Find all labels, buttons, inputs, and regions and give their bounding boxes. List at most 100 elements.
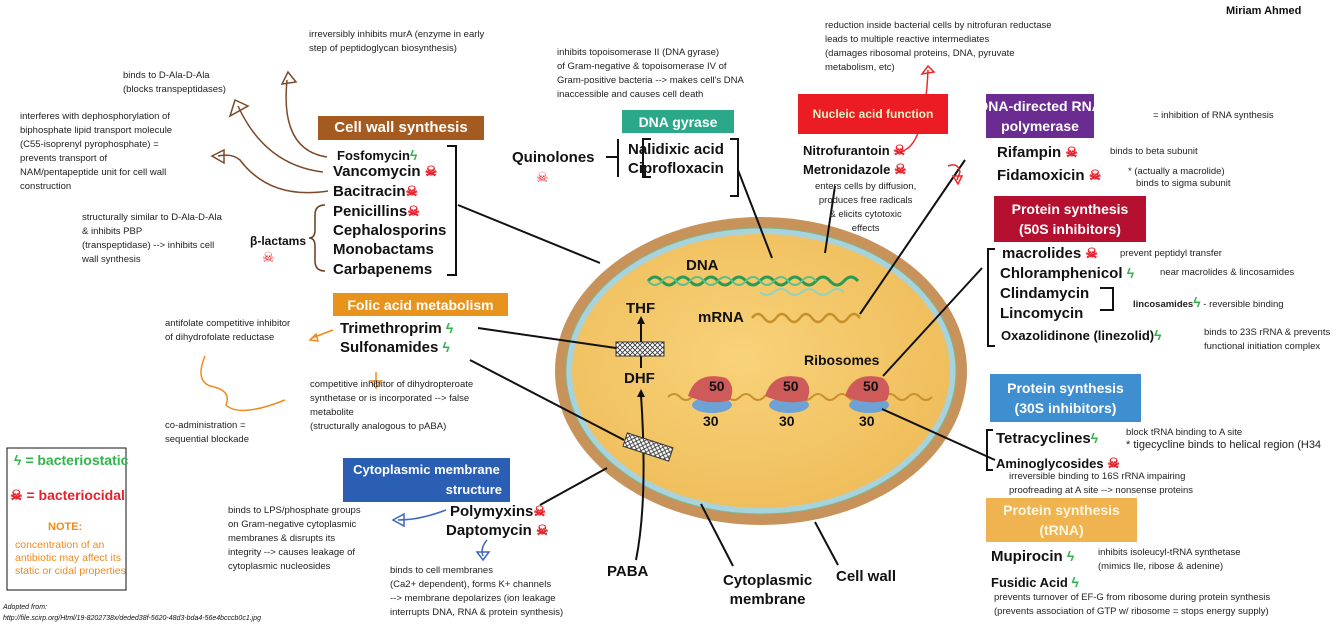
- daptomycin-note: binds to cell membranes (Ca2+ dependent)…: [390, 565, 564, 618]
- drug-daptomycin: Daptomycin ☠: [446, 522, 549, 539]
- coadministration-note: co-administration =sequential blockade: [165, 420, 249, 445]
- rna-polymerase-note: = inhibition of RNA synthesis: [1153, 110, 1274, 121]
- cell-wall-label: Cell wall: [836, 568, 897, 585]
- drug-tetracyclines: Tetracyclinesϟ: [996, 430, 1099, 447]
- drug-nalidixic-acid: Nalidixic acid: [628, 141, 724, 158]
- paba-label: PABA: [607, 563, 649, 580]
- bacteriocidal-icon: ☠: [10, 487, 23, 503]
- metronidazole-note: enters cells by diffusion,produces free …: [815, 181, 917, 234]
- ribosome-50s-label: 50: [783, 378, 799, 394]
- folate-arrows: [200, 329, 383, 412]
- quinolones-label: Quinolones: [512, 149, 595, 166]
- cytoplasm: [572, 234, 950, 508]
- dna-strand: [646, 275, 860, 287]
- bacteriostatic-icon: ϟ: [1193, 294, 1201, 310]
- drug-chloramphenicol: Chloramphenicol ϟ: [1000, 265, 1135, 282]
- ribosome-30s-label: 30: [859, 413, 875, 429]
- enzyme-block-dhfr: [615, 341, 665, 357]
- nitrofurantoin-note: reduction inside bacterial cells by nitr…: [825, 20, 1052, 73]
- bacteriocidal-icon: ☠: [894, 161, 907, 177]
- legend-note-title: NOTE:: [48, 521, 83, 533]
- dna-strand: [647, 276, 817, 286]
- bacteriostatic-icon: ϟ: [1154, 327, 1162, 343]
- protein-50s-header: Protein synthesis(50S inhibitors): [994, 196, 1146, 242]
- mrna-strand: [751, 312, 861, 324]
- rifampin-note: binds to beta subunit: [1110, 146, 1198, 157]
- bacteriocidal-icon: ☠: [1107, 455, 1120, 471]
- legend-bacteriocidal: ☠ = bacteriocidal: [10, 487, 125, 503]
- drug-aminoglycosides: Aminoglycosides ☠: [996, 455, 1120, 471]
- dna-strand-unwound: [759, 288, 845, 296]
- fosfomycin-note: irreversibly inhibits murA (enzyme in ea…: [309, 29, 485, 54]
- bacteriocidal-icon: ☠: [536, 169, 549, 185]
- ribosome-30s-label: 30: [779, 413, 795, 429]
- lincosamides-note: lincosamidesϟ - reversible binding: [1133, 294, 1284, 310]
- tetracyclines-note: block tRNA binding to A site* tigecyclin…: [1126, 427, 1322, 451]
- connector-lines: [457, 159, 996, 567]
- bacteriocidal-icon: ☠: [536, 522, 549, 538]
- aminoglycosides-note: irreversible binding to 16S rRNA impairi…: [1009, 471, 1194, 496]
- mrna-label: mRNA: [698, 309, 744, 326]
- drug-bacitracin: Bacitracin☠: [333, 183, 419, 200]
- sulfonamides-note: competitive inhibitor of dihydropteroate…: [310, 379, 474, 432]
- ribosome: [688, 376, 733, 413]
- protein-trna-header: Protein synthesis(tRNA): [986, 498, 1137, 542]
- drug-vancomycin: Vancomycin ☠: [333, 163, 438, 180]
- drug-carbapenems: Carbapenems: [333, 261, 433, 278]
- protein-30s-header: Protein synthesis(30S inhibitors): [990, 374, 1141, 422]
- bacteriocidal-icon: ☠: [893, 142, 906, 158]
- drug-monobactams: Monobactams: [333, 241, 434, 258]
- drug-lincomycin: Lincomycin: [1000, 305, 1084, 322]
- ribosome-50s-label: 50: [709, 378, 725, 394]
- ribosome-30s-label: 30: [703, 413, 719, 429]
- vancomycin-note: binds to D-Ala-D-Ala(blocks transpeptida…: [123, 70, 226, 95]
- bacteriostatic-icon: ϟ: [442, 339, 450, 355]
- bacteriostatic-icon: ϟ: [445, 320, 454, 336]
- bacteriostatic-icon: ϟ: [1126, 265, 1135, 281]
- bacteriostatic-icon: ϟ: [1066, 548, 1075, 564]
- thf-label: THF: [626, 300, 656, 317]
- mupirocin-note: inhibits isoleucyl-tRNA synthetase(mimic…: [1098, 547, 1241, 572]
- drug-ciprofloxacin: Ciprofloxacin: [628, 160, 724, 177]
- beta-lactams-note: structurally similar to D-Ala-D-Ala& inh…: [82, 212, 222, 265]
- drug-oxazolidinone: Oxazolidinone (linezolid)ϟ: [1001, 327, 1162, 343]
- membrane-arrows: [391, 509, 491, 562]
- bacteriocidal-icon: ☠: [1065, 144, 1078, 160]
- brackets: [447, 138, 1114, 471]
- quinolones-note: inhibits topoisomerase II (DNA gyrase)of…: [557, 47, 744, 100]
- legend-bacteriostatic: ϟ = bacteriostatic: [14, 452, 129, 468]
- drug-metronidazole: Metronidazole ☠: [803, 161, 907, 177]
- drug-fidamoxicin: Fidamoxicin ☠: [997, 167, 1102, 184]
- drug-polymyxins: Polymyxins☠: [450, 503, 546, 520]
- dna-label: DNA: [686, 257, 719, 274]
- bacteriocidal-icon: ☠: [1085, 245, 1098, 261]
- drug-fosfomycin: Fosfomycinϟ: [337, 147, 418, 163]
- bacteriocidal-icon: ☠: [1088, 167, 1102, 183]
- drug-penicillins: Penicillins☠: [333, 203, 420, 220]
- macrolides-note: prevent peptidyl transfer: [1120, 248, 1222, 259]
- drug-rifampin: Rifampin ☠: [997, 144, 1078, 161]
- source-label: Adopted from:: [3, 604, 47, 611]
- ribosome-50s-label: 50: [863, 378, 879, 394]
- drug-trimethoprim: Trimethroprim ϟ: [340, 320, 454, 337]
- bacteriocidal-icon: ☠: [424, 163, 438, 179]
- ribosomes-label: Ribosomes: [804, 352, 880, 368]
- cell-wall-synthesis-header: Cell wall synthesis: [318, 116, 484, 140]
- bacteriocidal-icon: ☠: [405, 183, 419, 199]
- bacteriostatic-icon: ϟ: [409, 147, 418, 163]
- fusidic-acid-note: prevents turnover of EF-G from ribosome …: [994, 592, 1271, 617]
- beta-lactams-label: β-lactams: [250, 234, 307, 248]
- chloramphenicol-note: near macrolides & lincosamides: [1160, 267, 1295, 278]
- bacteriocidal-icon: ☠: [407, 203, 420, 219]
- nucleic-acid-function-header: Nucleic acid function: [798, 94, 948, 134]
- bacteriostatic-icon: ϟ: [1071, 574, 1079, 590]
- drug-mupirocin: Mupirocin ϟ: [991, 548, 1075, 565]
